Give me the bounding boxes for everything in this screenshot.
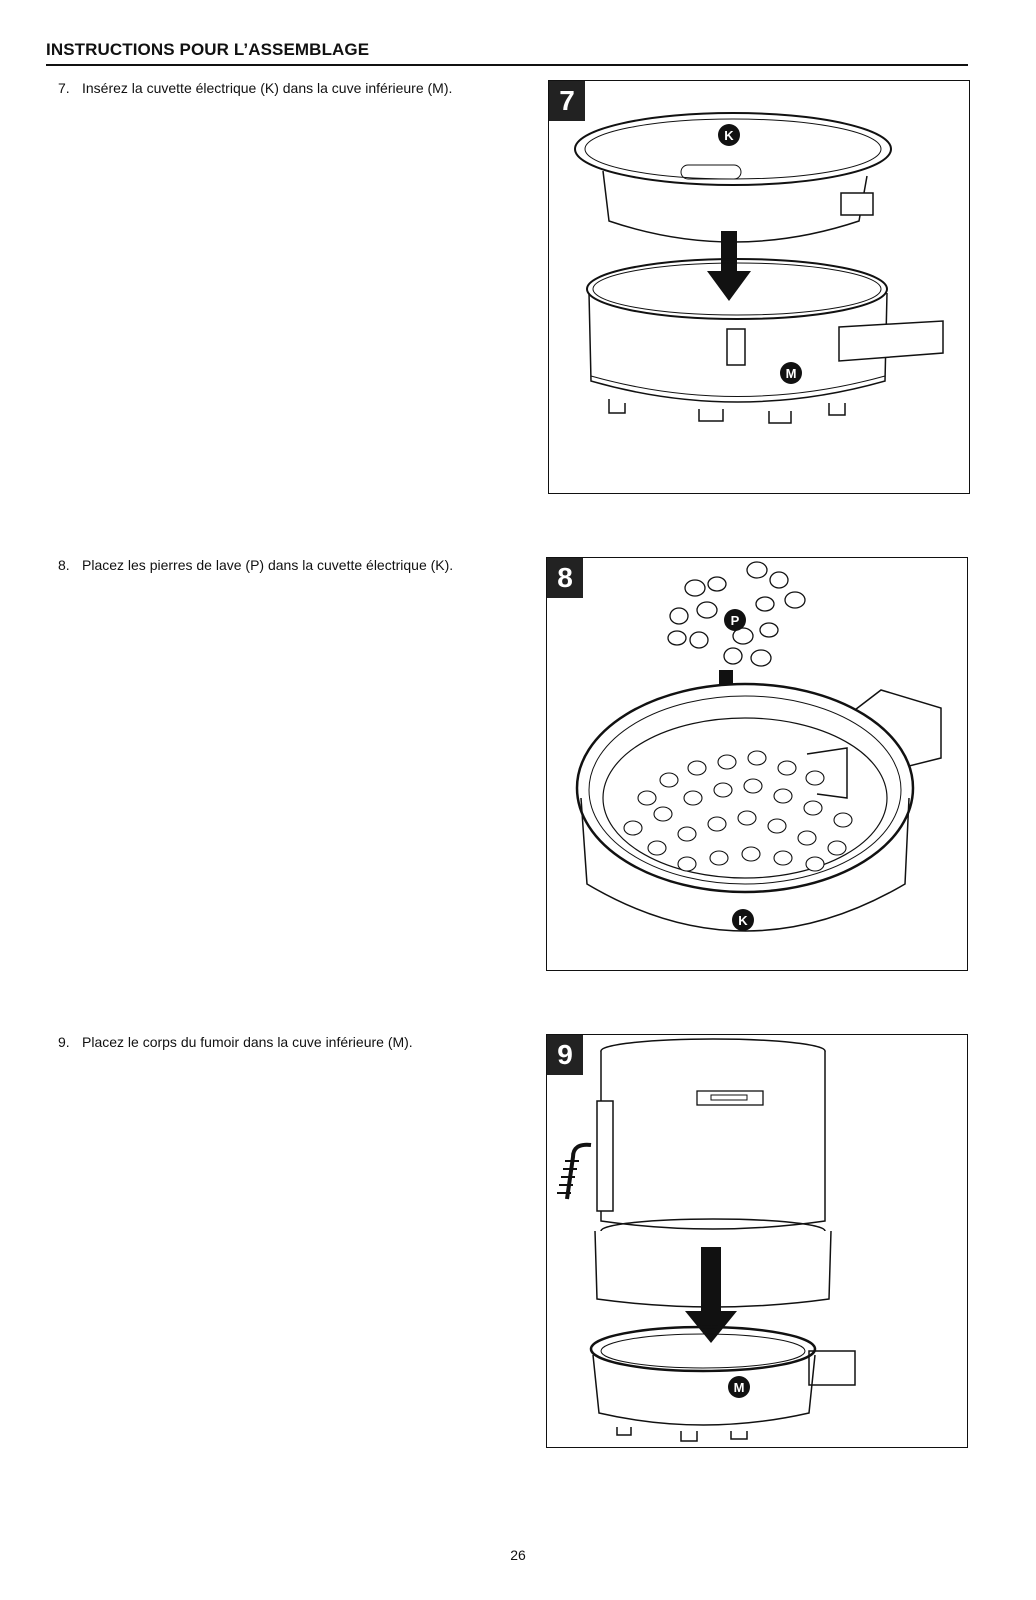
step-7-illustration: K M 7 (548, 80, 970, 494)
label-K-step8: K (738, 913, 748, 928)
step-8-instruction: 8. Placez les pierres de lave (P) dans la… (58, 557, 453, 573)
step-7-number: 7. (58, 80, 70, 96)
label-M-step9: M (734, 1380, 745, 1395)
header-divider (46, 64, 968, 66)
step-8-text: Placez les pierres de lave (P) dans la c… (82, 557, 454, 573)
page-number: 26 (510, 1547, 526, 1563)
step-8-drawing: P K (575, 561, 942, 932)
step-8-badge: 8 (547, 558, 583, 598)
step-8-number: 8. (58, 557, 70, 573)
step-7-text: Insérez la cuvette électrique (K) dans l… (82, 80, 453, 96)
step-7-instruction: 7. Insérez la cuvette électrique (K) dans… (58, 80, 452, 96)
label-P: P (731, 613, 740, 628)
step-9-badge: 9 (547, 1035, 583, 1075)
step-9-illustration: M 9 (546, 1034, 968, 1448)
step-9-instruction: 9. Placez le corps du fumoir dans la cuve… (58, 1034, 413, 1050)
step-9-drawing: M (557, 1038, 856, 1442)
page-header: INSTRUCTIONS POUR L’ASSEMBLAGE (46, 40, 968, 66)
step-8-illustration: P K 8 (546, 557, 968, 971)
page-title: INSTRUCTIONS POUR L’ASSEMBLAGE (46, 40, 370, 59)
step-7-drawing: K M (574, 112, 944, 424)
label-M: M (786, 366, 797, 381)
label-K: K (724, 128, 734, 143)
step-7-badge: 7 (549, 81, 585, 121)
step-9-text: Placez le corps du fumoir dans la cuve i… (82, 1034, 413, 1050)
step-9-number: 9. (58, 1034, 70, 1050)
